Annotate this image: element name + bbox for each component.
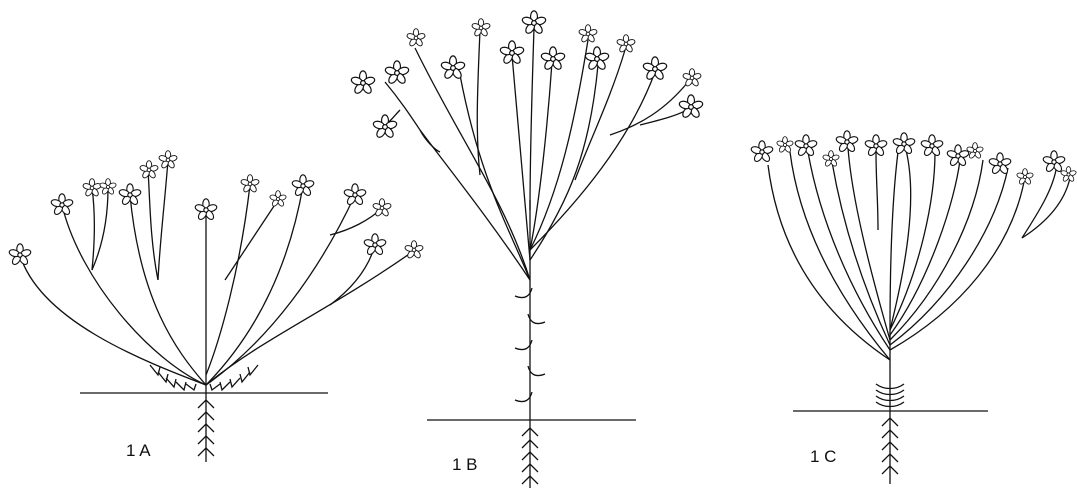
flower-icon — [1015, 168, 1035, 186]
flower-icon — [470, 18, 492, 38]
flower-icon — [1041, 150, 1067, 174]
flower-icon — [81, 178, 103, 198]
flower-icon — [749, 140, 775, 164]
flower-icon — [7, 243, 33, 267]
flower-icon — [268, 190, 288, 208]
figure-label-1c: 1 C — [810, 447, 836, 466]
flower-icon — [1059, 166, 1077, 183]
flower-icon — [583, 46, 611, 72]
flower-icon — [965, 142, 985, 160]
flowers-1c — [749, 130, 1077, 186]
root-1a — [197, 393, 215, 462]
flower-icon — [793, 134, 819, 158]
flower-icon — [362, 233, 388, 257]
flower-icon — [945, 144, 971, 168]
flower-icon — [371, 114, 399, 140]
flower-icon — [290, 174, 316, 198]
flower-icon — [677, 94, 705, 120]
flower-icon — [403, 240, 425, 260]
flowers-1b — [349, 10, 705, 140]
flowers-1a — [7, 150, 425, 267]
flower-icon — [987, 152, 1013, 176]
figure-label-1b: 1 B — [452, 455, 478, 474]
root-1c — [881, 411, 899, 484]
stem-leaves-1b — [514, 287, 546, 403]
flower-icon — [775, 136, 795, 154]
flower-icon — [383, 60, 411, 86]
flower-icon — [49, 193, 75, 217]
figure-label-1a: 1 A — [126, 441, 151, 460]
basal-leaves-1a — [149, 364, 259, 392]
flower-icon — [821, 150, 841, 168]
flower-icon — [681, 68, 703, 88]
figure-1c — [767, 147, 1071, 484]
flower-icon — [834, 130, 860, 154]
flower-icon — [342, 183, 368, 207]
flower-icon — [117, 183, 143, 207]
root-1b — [521, 420, 539, 488]
flower-icon — [641, 56, 669, 82]
flower-icon — [371, 198, 393, 218]
flower-icon — [539, 46, 567, 72]
basal-bracts-1c — [875, 383, 905, 408]
flower-icon — [615, 34, 637, 54]
flower-icon — [439, 55, 467, 81]
figure-1a — [19, 159, 416, 462]
figure-1b — [384, 27, 691, 488]
flower-icon — [891, 132, 917, 156]
flower-icon — [405, 28, 427, 48]
flower-icon — [919, 134, 945, 158]
branches-1c — [767, 147, 1071, 361]
flower-icon — [349, 70, 377, 96]
